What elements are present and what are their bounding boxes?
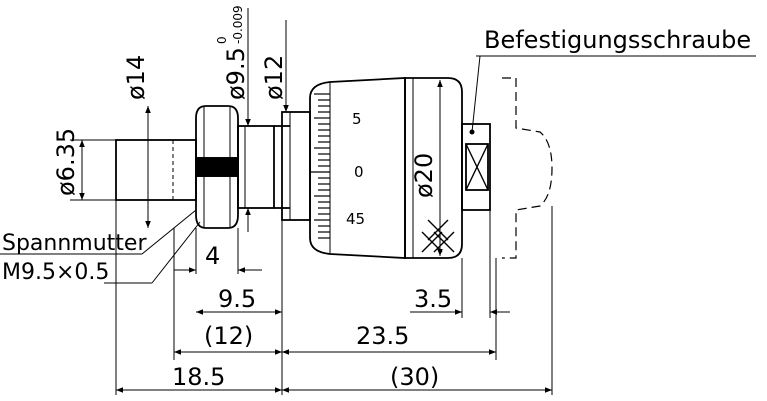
clamp-nut-label: Spannmutter [2,231,147,256]
dia-9-5-tol-lower: -0.009 [231,5,245,44]
ratchet [404,77,463,259]
extension-lines [70,139,553,395]
dia-9-5-label: ø9.5 [222,47,250,100]
thimble-scale-ticks [310,93,330,239]
len-12-label: (12) [204,322,253,350]
clamp-nut-thread-label: M9.5×0.5 [2,260,109,285]
screw-head-phantom [502,77,553,259]
stem [237,125,275,209]
dia-9-5-tol-upper: 0 [215,36,229,44]
dimension-lines [79,8,552,393]
dia-12-label: ø12 [260,55,288,100]
len-9-5-label: 9.5 [218,285,256,313]
spindle [115,139,197,201]
dia-14-label: ø14 [122,55,150,100]
sleeve [281,111,311,221]
len-3-5-label: 3.5 [414,285,452,313]
screw-label: Befestigungsschraube [484,26,751,54]
dia-6-35-label: ø6.35 [52,128,80,196]
clamp-nut [195,105,239,229]
leader-lines [0,55,756,284]
len-18-5-label: 18.5 [172,363,225,391]
scale-label-45: 45 [346,210,365,228]
screw-leader-dot [469,129,475,135]
dia-20-label: ø20 [410,153,438,198]
scale-label-5: 5 [352,110,362,128]
scale-label-0: 0 [354,163,364,181]
len-23-5-label: 23.5 [356,322,409,350]
fixing-screw [461,123,491,211]
len-4-label: 4 [205,242,220,270]
len-30-label: (30) [390,363,439,391]
part-outline [115,77,553,259]
